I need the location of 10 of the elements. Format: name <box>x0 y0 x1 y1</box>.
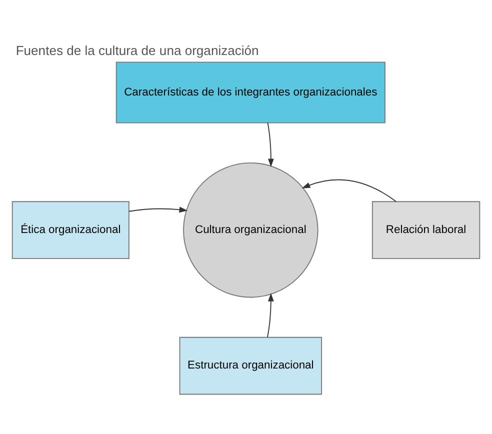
arrow <box>302 178 396 202</box>
node-box: Relación laboral <box>372 200 480 259</box>
diagram-title: Fuentes de la cultura de una organización <box>16 42 259 58</box>
node-box: Características de los integrantes organizacionales <box>116 61 386 123</box>
arrow <box>128 206 188 212</box>
node-box: Ética organizacional <box>12 200 130 259</box>
node-circle: Cultura organizacional <box>183 162 318 298</box>
arrow <box>267 122 274 167</box>
node-box: Estructura organizacional <box>179 336 322 394</box>
arrow <box>267 292 274 338</box>
